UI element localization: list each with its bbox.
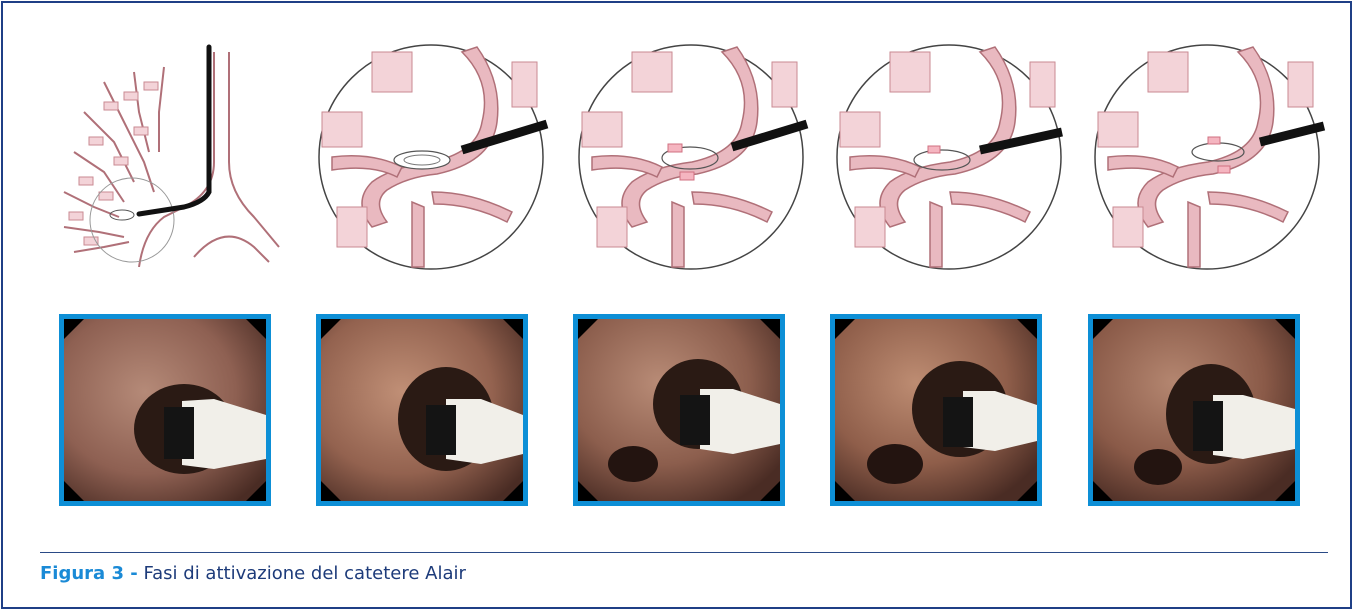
airway-diagram-4: [1088, 42, 1326, 272]
figure-caption: Figura 3 - Fasi di attivazione del catet…: [40, 562, 466, 586]
airway-diagram-3: [830, 42, 1068, 272]
bronchoscopy-photo-2: [316, 314, 528, 506]
bronchial-tree-diagram: [44, 42, 284, 267]
airway-magnified-icon: [1088, 42, 1326, 272]
bronchoscopic-image-icon: [835, 319, 1037, 501]
figure-label: Figura 3 -: [40, 563, 138, 584]
bronchoscopy-photo-4: [830, 314, 1042, 506]
bronchoscopic-image-icon: [321, 319, 523, 501]
bronchoscopy-photo-1: [59, 314, 271, 506]
airway-diagram-1: [312, 42, 550, 272]
figure-caption-text: Fasi di attivazione del catetere Alair: [138, 563, 466, 584]
bronchoscopic-image-icon: [1093, 319, 1295, 501]
bronchoscopic-image-icon: [64, 319, 266, 501]
bronchoscopy-photo-3: [573, 314, 785, 506]
caption-divider: [40, 552, 1328, 553]
airway-diagram-2: [572, 42, 810, 272]
bronchoscopy-photo-5: [1088, 314, 1300, 506]
airway-magnified-icon: [830, 42, 1068, 272]
airway-magnified-icon: [312, 42, 550, 272]
bronchial-tree-icon: [44, 42, 284, 267]
bronchoscopic-image-icon: [578, 319, 780, 501]
airway-magnified-icon: [572, 42, 810, 272]
